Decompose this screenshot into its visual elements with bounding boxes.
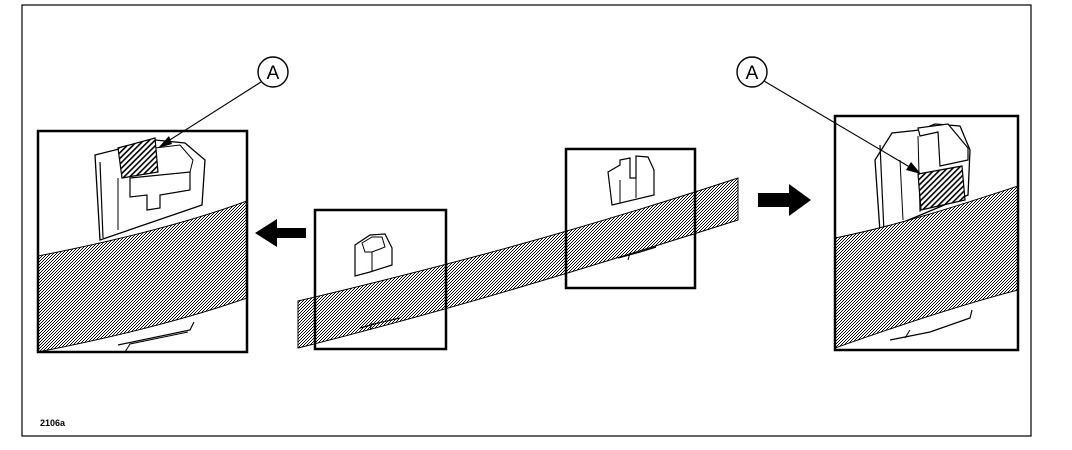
callout-a-right: A [736,56,921,174]
detail-view-center-2 [564,147,697,290]
svg-text:A: A [267,63,280,84]
svg-text:A: A [746,63,759,84]
figure-frame [21,4,1032,437]
detail-view-center-1 [313,208,448,351]
callout-a-left: A [158,56,289,148]
arrow-left-icon [255,219,306,247]
arrow-right-icon [758,184,811,216]
detail-view-left [36,129,249,354]
figure-reference: 2106a [40,418,66,428]
detail-view-right [833,114,1020,352]
